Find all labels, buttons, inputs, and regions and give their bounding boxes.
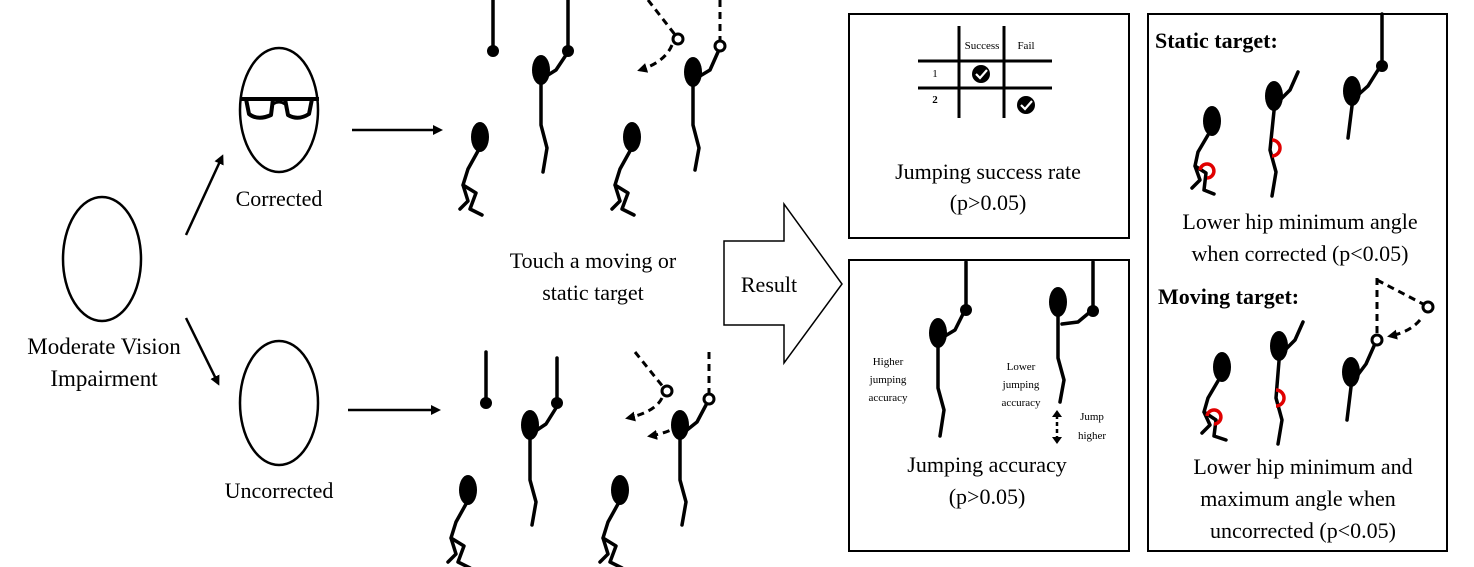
table-header-success: Success bbox=[965, 40, 1000, 52]
subject-label-line2: Impairment bbox=[50, 366, 158, 391]
subject-label-line1: Moderate Vision bbox=[27, 334, 181, 359]
success-rate-panel: Success Fail 1 2 Jumping success rate (p… bbox=[848, 13, 1130, 239]
moving-caption-line2: maximum angle when bbox=[1200, 486, 1396, 511]
result-label: Result bbox=[741, 272, 797, 297]
jump-higher-line1: Jump bbox=[1080, 411, 1104, 423]
static-caption-line1: Lower hip minimum angle bbox=[1182, 209, 1417, 234]
success-caption-line2: (p>0.05) bbox=[950, 190, 1027, 215]
table-row-1-label: 1 bbox=[932, 68, 938, 80]
success-caption-line1: Jumping success rate bbox=[895, 159, 1081, 184]
glasses-icon bbox=[240, 97, 319, 120]
accuracy-caption-line2: (p>0.05) bbox=[949, 484, 1026, 509]
task-label-line2: static target bbox=[542, 280, 644, 305]
corrected-label: Corrected bbox=[236, 186, 323, 211]
accuracy-caption-line1: Jumping accuracy bbox=[907, 452, 1066, 477]
arrow-to-corrected bbox=[184, 154, 224, 236]
result-arrow: Result bbox=[723, 201, 843, 366]
higher-accuracy-line1: Higher bbox=[873, 356, 904, 368]
moving-target-heading: Moving target: bbox=[1158, 284, 1299, 309]
hip-angle-panel: Static target: Lower hip minimum angle w… bbox=[1147, 12, 1448, 552]
table-row-2-label: 2 bbox=[932, 94, 938, 106]
table-header-fail: Fail bbox=[1017, 40, 1034, 52]
static-caption-line2: when corrected (p<0.05) bbox=[1191, 241, 1408, 266]
static-target-heading: Static target: bbox=[1155, 28, 1278, 53]
check-icon bbox=[972, 65, 990, 83]
task-label-line1: Touch a moving or bbox=[510, 248, 677, 273]
corrected-head: Corrected bbox=[236, 46, 323, 211]
lower-accuracy-line3: accuracy bbox=[1001, 397, 1041, 409]
moving-caption-line1: Lower hip minimum and bbox=[1193, 454, 1412, 479]
jump-higher-line2: higher bbox=[1078, 430, 1106, 442]
task-figures-corrected bbox=[458, 0, 727, 217]
jump-higher-arrow-icon bbox=[1052, 410, 1062, 444]
higher-accuracy-line3: accuracy bbox=[868, 392, 908, 404]
arrow-to-uncorrected bbox=[184, 317, 220, 386]
check-icon bbox=[1017, 96, 1035, 114]
accuracy-panel: Higher jumping accuracy Lower jumping ac… bbox=[848, 259, 1130, 552]
lower-accuracy-line1: Lower bbox=[1007, 361, 1036, 373]
subject-node: Moderate Vision Impairment bbox=[27, 195, 181, 391]
higher-accuracy-line2: jumping bbox=[869, 374, 907, 386]
uncorrected-label: Uncorrected bbox=[225, 478, 334, 503]
task-figures-uncorrected bbox=[446, 350, 716, 567]
moving-caption-line3: uncorrected (p<0.05) bbox=[1210, 518, 1396, 543]
uncorrected-head: Uncorrected bbox=[225, 339, 334, 503]
lower-accuracy-line2: jumping bbox=[1002, 379, 1040, 391]
